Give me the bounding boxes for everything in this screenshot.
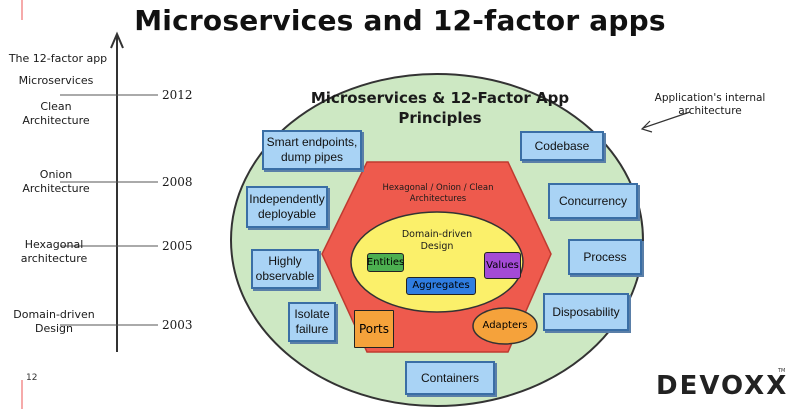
- year-2012: 2012: [162, 88, 193, 102]
- diagram-title-text: Microservices & 12-Factor App Principles: [310, 89, 570, 127]
- trademark-mark: TM: [778, 368, 786, 374]
- timeline-label-hexagonal-text: Hexagonal architecture: [20, 238, 88, 265]
- box-highly-observable: Highly observable: [251, 249, 319, 289]
- slide-title: Microservices and 12-factor apps: [134, 4, 666, 37]
- diagram-title: Microservices & 12-Factor App Principles: [300, 88, 580, 128]
- box-isolate-failure: Isolate failure: [288, 302, 336, 342]
- box-independently-deployable: Independently deployable: [246, 186, 328, 228]
- box-smart-endpoints-text: Smart endpoints, dump pipes: [266, 135, 358, 164]
- ddd-title-text: Domain-driven Design: [401, 229, 473, 252]
- box-highly-observable-text: Highly observable: [255, 254, 315, 283]
- box-concurrency: Concurrency: [548, 183, 638, 219]
- timeline-label-clean: Clean Architecture: [4, 100, 108, 128]
- annotation-internal-architecture-text: Application's internal architecture: [654, 92, 766, 117]
- box-containers: Containers: [405, 361, 495, 395]
- year-2005: 2005: [162, 239, 193, 253]
- devoxx-logo: DEVOXX: [656, 371, 789, 401]
- box-process: Process: [568, 239, 642, 275]
- timeline-label-microservices: Microservices: [18, 74, 94, 87]
- ddd-ellipse: [350, 211, 524, 313]
- hexagon-title: Hexagonal / Onion / Clean Architectures: [370, 183, 506, 205]
- box-isolate-failure-text: Isolate failure: [294, 307, 330, 336]
- box-disposability: Disposability: [543, 293, 629, 331]
- values-tag: Values: [484, 252, 521, 279]
- year-2008: 2008: [162, 175, 193, 189]
- timeline-label-clean-text: Clean Architecture: [22, 100, 90, 127]
- ddd-title: Domain-driven Design: [392, 229, 482, 253]
- slide-number: 12: [26, 373, 38, 383]
- timeline-label-onion-text: Onion Architecture: [22, 168, 90, 195]
- timeline-label-ddd: Domain-driven Design: [2, 308, 106, 336]
- entities-tag: Entities: [367, 253, 404, 272]
- annotation-internal-architecture: Application's internal architecture: [650, 92, 770, 118]
- hexagon-title-text: Hexagonal / Onion / Clean Architectures: [382, 183, 494, 204]
- box-smart-endpoints: Smart endpoints, dump pipes: [262, 130, 362, 170]
- box-independently-deployable-text: Independently deployable: [249, 192, 325, 221]
- timeline-label-hexagonal: Hexagonal architecture: [2, 238, 106, 266]
- adapters-label: Adapters: [482, 320, 528, 331]
- timeline-label-ddd-text: Domain-driven Design: [13, 308, 95, 335]
- timeline-axis-label: The 12-factor app: [8, 52, 108, 65]
- adapters-ellipse: [472, 307, 538, 345]
- timeline-label-onion: Onion Architecture: [4, 168, 108, 196]
- aggregates-tag: Aggregates: [406, 277, 476, 295]
- ports-box: Ports: [354, 310, 394, 348]
- box-codebase: Codebase: [520, 131, 604, 161]
- year-2003: 2003: [162, 318, 193, 332]
